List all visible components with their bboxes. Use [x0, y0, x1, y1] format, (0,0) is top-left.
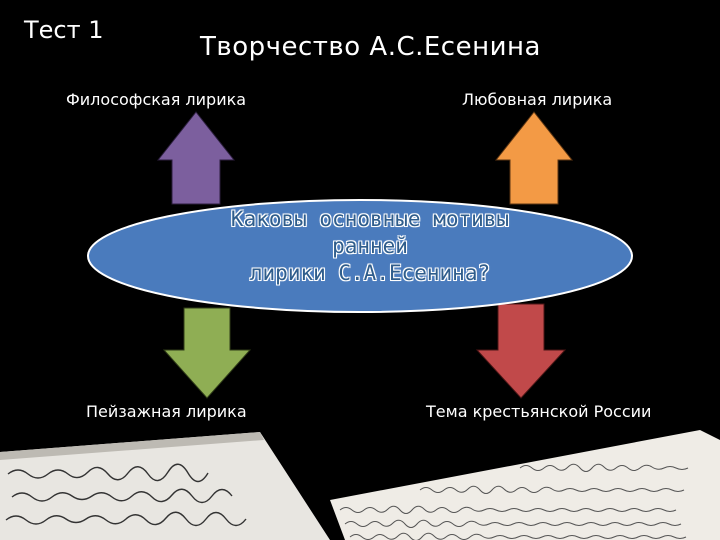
center-question-line-1: Каковы основные мотивы [230, 207, 510, 231]
branch-label-landscape: Пейзажная лирика [86, 402, 247, 421]
branch-label-love: Любовная лирика [462, 90, 613, 109]
arrow-up-left [156, 111, 236, 205]
center-ellipse [87, 199, 633, 313]
branch-label-peasant-russia: Тема крестьянской России [426, 402, 652, 421]
arrow-up-right [494, 111, 574, 205]
center-question-line-3: лирики С.А.Есенина? [249, 261, 491, 285]
test-label: Тест 1 [24, 16, 104, 44]
manuscript-right [330, 430, 720, 540]
center-question: Каковы основные мотивы ранней лирики С.А… [170, 206, 570, 287]
arrow-down-right [475, 303, 567, 399]
slide-title: Творчество А.С.Есенина [200, 32, 541, 62]
center-question-line-2: ранней [332, 234, 408, 258]
branch-label-philosophical: Философская лирика [66, 90, 247, 109]
manuscript-left [0, 432, 330, 540]
arrow-down-left [162, 307, 252, 399]
